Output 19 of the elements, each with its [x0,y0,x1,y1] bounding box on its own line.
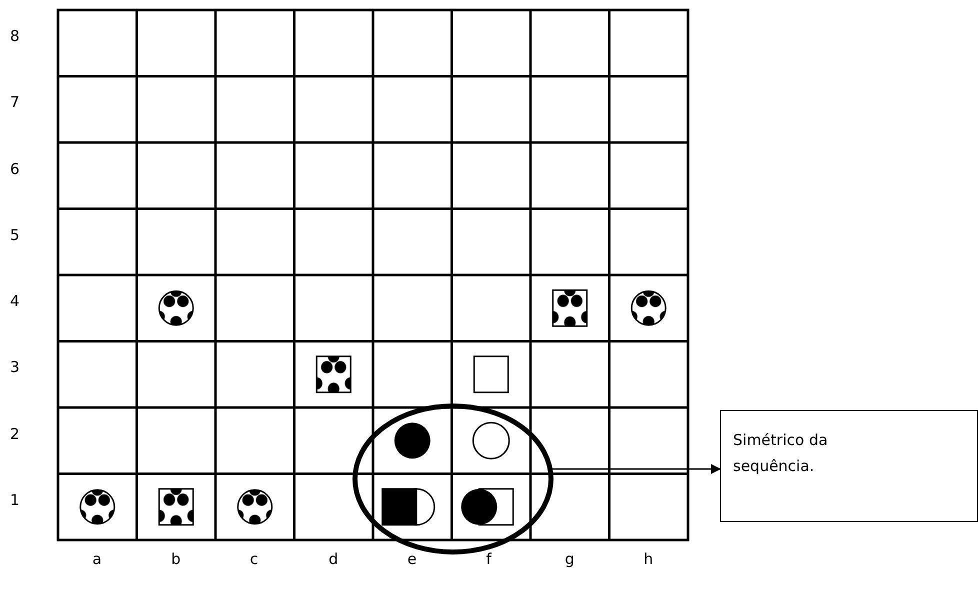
rank-label: 7 [10,93,20,112]
arrow [552,464,721,474]
rank-label: 1 [10,490,20,509]
rank-label: 6 [10,160,20,178]
rank-label: 3 [10,358,20,376]
file-label: f [486,550,492,568]
file-label: c [250,550,258,568]
rank-label: 4 [10,292,20,310]
file-label: g [564,550,574,568]
file-label: e [407,550,417,568]
file-label: h [644,550,654,568]
file-label: b [171,550,181,568]
file-label: a [92,550,102,568]
rank-label: 8 [10,27,20,46]
rank-label: 2 [10,424,20,443]
note-box [720,410,978,522]
rank-label: 5 [10,226,20,244]
note-text: Simétrico da sequência. [733,430,829,477]
file-label: d [328,550,338,568]
